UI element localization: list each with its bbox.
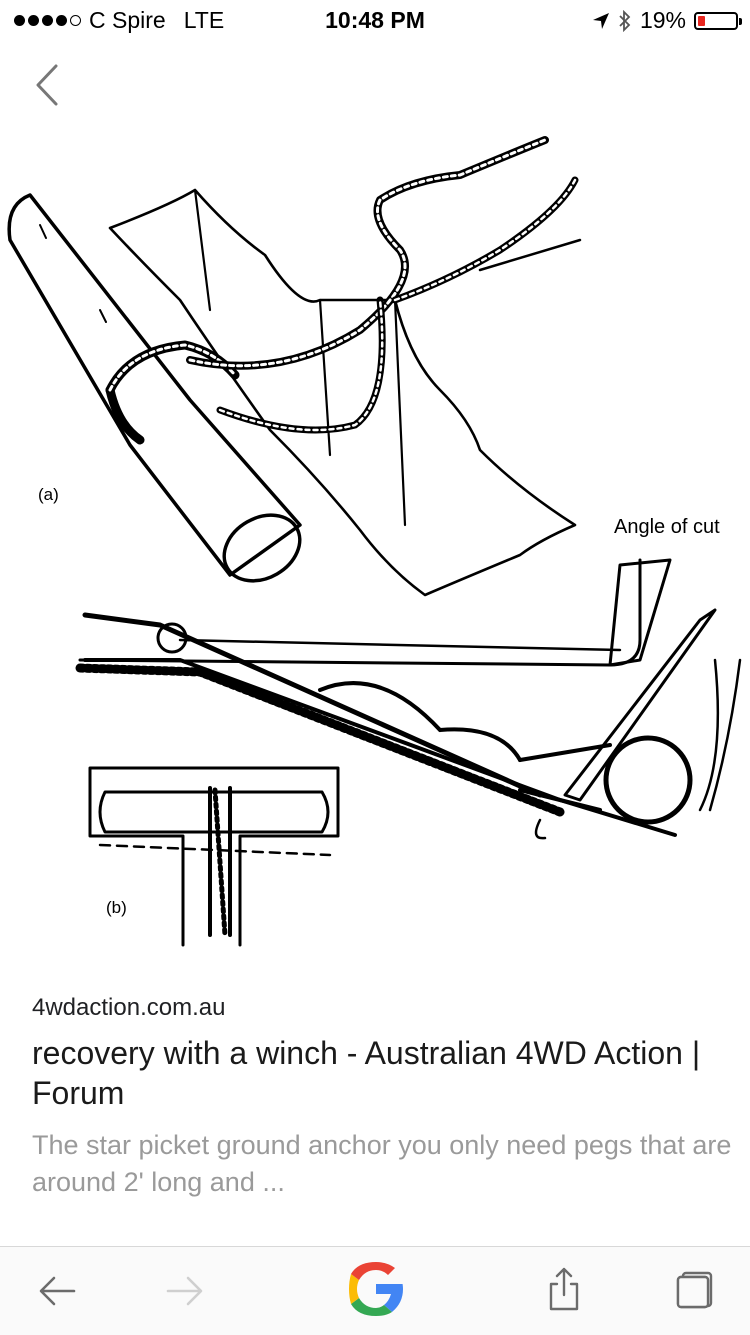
figure-label-a: (a) — [38, 485, 59, 504]
tabs-icon[interactable] — [670, 1267, 718, 1315]
strop-fabric — [108, 188, 577, 597]
google-g-icon[interactable] — [344, 1257, 408, 1321]
battery-icon — [694, 11, 742, 30]
status-left: C Spire LTE — [14, 7, 224, 34]
stake — [563, 558, 717, 802]
pulley — [156, 622, 188, 654]
result-title[interactable]: recovery with a winch - Australian 4WD A… — [32, 1035, 701, 1111]
bottom-toolbar — [0, 1246, 750, 1335]
result-image[interactable]: (a) (b) Angle of cut — [0, 120, 750, 960]
status-bar: C Spire LTE 10:48 PM 19% — [0, 0, 750, 42]
log-outline — [7, 193, 302, 577]
log-end — [222, 513, 302, 583]
back-arrow-icon[interactable] — [34, 1267, 82, 1315]
battery-percent: 19% — [639, 7, 686, 33]
signal-strength-icon — [14, 15, 81, 26]
t-anchor-pipe — [98, 790, 330, 834]
buried-log — [603, 735, 693, 825]
status-right: 19% — [592, 7, 742, 34]
figure-label-b: (b) — [106, 898, 127, 917]
result-source[interactable]: 4wdaction.com.au — [32, 994, 226, 1021]
bluetooth-icon — [619, 9, 631, 32]
winch-cable — [82, 612, 543, 798]
carrier-name: C Spire — [89, 7, 166, 33]
status-time: 10:48 PM — [325, 7, 425, 33]
share-icon[interactable] — [540, 1265, 588, 1313]
location-arrow-icon — [592, 12, 609, 29]
result-snippet: The star picket ground anchor you only n… — [32, 1130, 732, 1197]
forward-arrow-icon[interactable] — [160, 1267, 208, 1315]
t-anchor-box — [88, 766, 340, 947]
back-chevron-icon[interactable] — [26, 60, 70, 110]
network-type: LTE — [183, 7, 225, 33]
angle-of-cut-label: Angle of cut — [614, 516, 720, 538]
